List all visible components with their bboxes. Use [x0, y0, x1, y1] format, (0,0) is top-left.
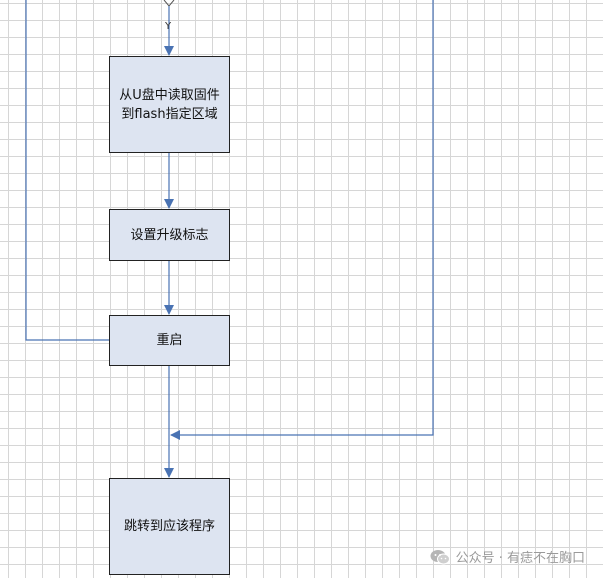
node-read-firmware-line2: 到flash指定区域 — [121, 106, 218, 122]
connector-left-loop — [25, 0, 109, 341]
node-set-upgrade-flag[interactable]: 设置升级标志 — [109, 209, 230, 261]
decision-tip — [163, 0, 175, 7]
node-read-firmware-line1: 从U盘中读取固件 — [119, 87, 220, 103]
node-restart[interactable]: 重启 — [109, 315, 230, 366]
watermark-text: 公众号 · 有痣不在胸口 — [455, 551, 585, 566]
node-restart-label: 重启 — [156, 333, 183, 348]
node-jump-to-app-label: 跳转到应该程序 — [123, 519, 215, 534]
node-set-upgrade-flag-label: 设置升级标志 — [130, 227, 209, 243]
watermark: 公众号 · 有痣不在胸口 — [430, 547, 585, 566]
connector-right-loop — [170, 0, 434, 440]
edge-label-yes: Y — [165, 21, 172, 32]
node-jump-to-app[interactable]: 跳转到应该程序 — [109, 478, 230, 575]
wechat-icon — [430, 549, 450, 565]
node-read-firmware[interactable]: 从U盘中读取固件 到flash指定区域 — [109, 56, 230, 153]
